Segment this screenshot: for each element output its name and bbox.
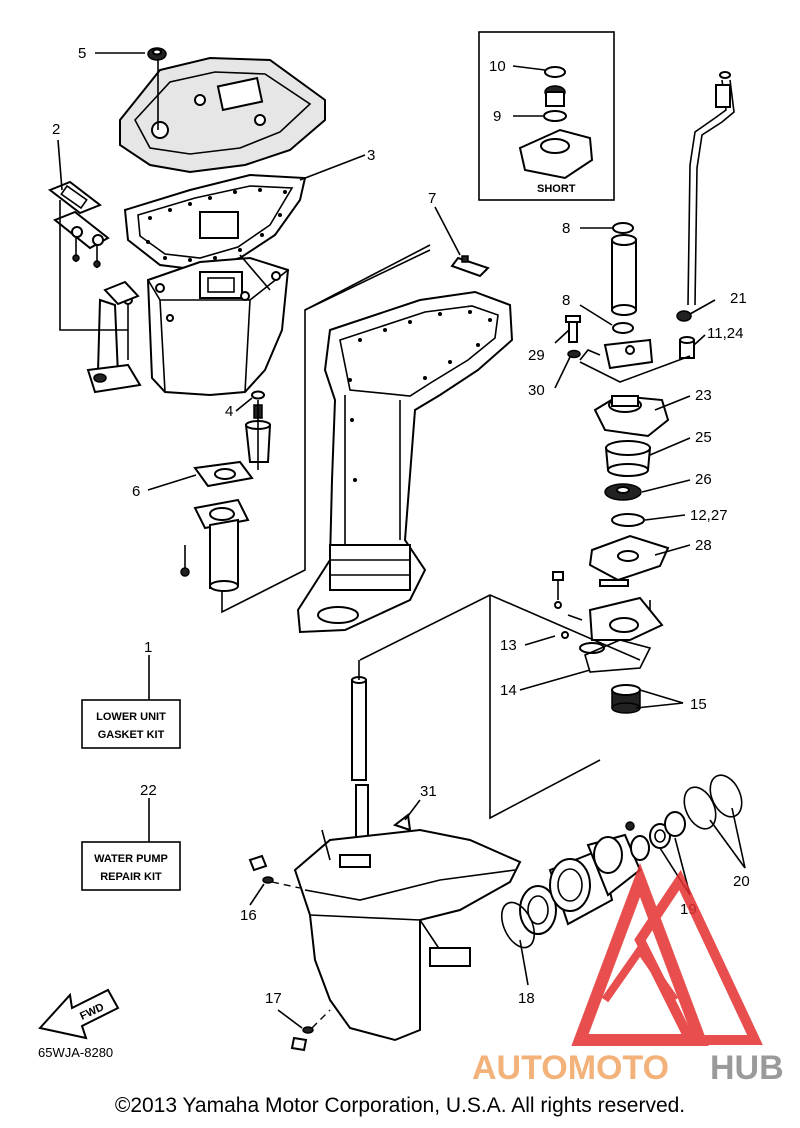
short-shaft-inset — [478, 31, 615, 201]
callout-13: 13 — [500, 637, 517, 654]
callout-26: 26 — [695, 471, 712, 488]
callout-9: 9 — [493, 108, 501, 125]
callout-4: 4 — [225, 403, 233, 420]
callout-28: 28 — [695, 537, 712, 554]
gasket-plate-part — [123, 173, 307, 272]
callout-17: 17 — [265, 990, 282, 1007]
outer-plate-part — [588, 534, 670, 582]
callout-14: 14 — [500, 682, 517, 699]
seal-cap-part — [147, 47, 167, 61]
callout-18: 18 — [518, 990, 535, 1007]
callout-11-24: 11,24 — [707, 325, 743, 342]
lower-casing-part — [293, 828, 522, 1042]
propeller-shaft-housing-part — [519, 811, 686, 935]
callout-22: 22 — [140, 782, 157, 799]
callout-30: 30 — [528, 382, 545, 399]
callout-8b: 8 — [562, 292, 570, 309]
watermark-triangle-icon — [571, 862, 709, 1046]
callout-6: 6 — [132, 483, 140, 500]
bolt-part — [565, 315, 581, 359]
impeller-part — [604, 483, 642, 501]
callout-21: 21 — [730, 290, 747, 307]
callout-10: 10 — [489, 58, 506, 75]
watermark-text-part2: HUB — [710, 1049, 784, 1087]
pump-bolt-part — [552, 571, 651, 639]
key-part — [599, 579, 629, 587]
insert-cartridge-part — [579, 596, 664, 654]
water-pump-repair-kit: WATER PUMP REPAIR KIT — [81, 841, 181, 891]
drain-plug-17-part — [290, 1009, 331, 1052]
exhaust-tube-part — [86, 280, 142, 394]
copyright-notice: ©2013 Yamaha Motor Corporation, U.S.A. A… — [114, 1094, 686, 1117]
callout-3: 3 — [367, 147, 375, 164]
callout-29: 29 — [528, 347, 545, 364]
water-tube-part — [676, 71, 735, 359]
callout-1: 1 — [144, 639, 152, 656]
exhaust-manifold-part — [146, 256, 290, 397]
lower-unit-kit-line1: LOWER UNIT — [96, 711, 166, 723]
upper-casing-part — [119, 56, 326, 174]
callout-7: 7 — [428, 190, 436, 207]
watermark-logo — [571, 862, 763, 1046]
leader-lines — [57, 52, 746, 1029]
pump-housing-part — [593, 394, 670, 438]
callout-numbers: 5 2 3 4 6 7 8 8 10 9 21 11,24 29 30 23 2… — [38, 45, 750, 1060]
water-pump-kit-line2: REPAIR KIT — [100, 871, 162, 883]
collar-part — [611, 222, 637, 334]
water-pump-kit-line1: WATER PUMP — [94, 853, 168, 865]
short-label: SHORT — [537, 183, 576, 195]
drive-shaft-part — [351, 660, 369, 866]
callout-8a: 8 — [562, 220, 570, 237]
lower-unit-kit-line2: GASKET KIT — [98, 729, 165, 741]
exhaust-plate-part — [47, 180, 133, 335]
pump-liner-part — [604, 440, 652, 477]
exhaust-pipe-part — [180, 460, 254, 592]
grommet-part — [244, 390, 272, 463]
o-ring-part — [611, 513, 645, 527]
lower-unit-gasket-kit: LOWER UNIT GASKET KIT — [81, 699, 181, 749]
callout-25: 25 — [695, 429, 712, 446]
watermark-text-part1: AUTOMOTO — [472, 1049, 669, 1087]
o-ring-18-part — [500, 901, 536, 949]
drive-shaft-housing-part — [296, 290, 514, 634]
diagram-code: 65WJA-8280 — [38, 1045, 113, 1060]
callout-15: 15 — [690, 696, 707, 713]
callout-31: 31 — [420, 783, 437, 800]
callout-12-27: 12,27 — [690, 507, 728, 524]
oil-seal-part — [611, 684, 641, 714]
plate-part — [450, 255, 490, 278]
callout-5: 5 — [78, 45, 86, 62]
callout-2: 2 — [52, 121, 60, 138]
callout-23: 23 — [695, 387, 712, 404]
bracket-part — [579, 338, 654, 370]
callout-20: 20 — [733, 873, 750, 890]
o-ring-20b-part — [709, 774, 743, 818]
callout-16: 16 — [240, 907, 257, 924]
drain-plug-16-part — [248, 854, 301, 889]
gasket-part — [584, 639, 652, 673]
fwd-arrow-icon — [38, 988, 120, 1040]
